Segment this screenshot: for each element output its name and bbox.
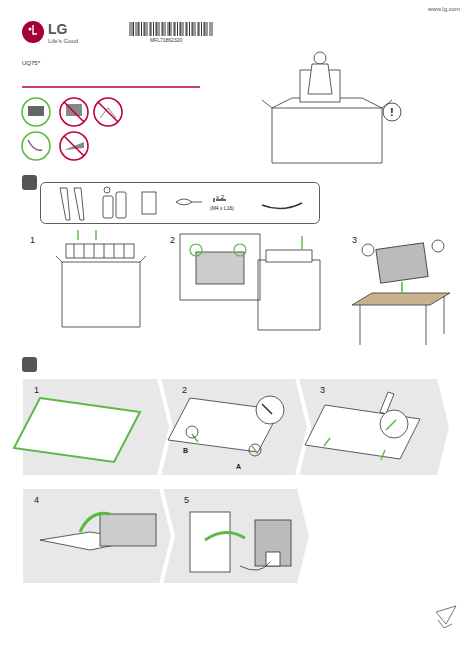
step-number: 4: [34, 496, 39, 505]
step-number: 1: [34, 386, 39, 395]
step-panel: 3: [298, 378, 450, 476]
step-panel: 5: [162, 488, 310, 584]
step-figure: [56, 230, 146, 327]
step-figure: [180, 234, 320, 330]
part-note: x 2: [216, 194, 224, 200]
barcode: [130, 22, 212, 36]
panel-shape: [41, 183, 320, 224]
handling-icons: [22, 98, 122, 160]
label: LG: [48, 22, 67, 36]
step-figure: [14, 392, 420, 572]
label: A: [236, 463, 241, 470]
label: 2: [170, 236, 175, 245]
label: !: [390, 107, 394, 118]
label: www.lg.com: [428, 6, 460, 12]
logo-mark: [22, 21, 44, 43]
rule: [22, 86, 200, 87]
step-panel: 4: [22, 488, 172, 584]
panel-shape: [22, 488, 172, 584]
panel-outline: [40, 182, 320, 224]
label: Life's Good: [48, 38, 78, 44]
parts-box: x 2 (M4 x L16): [40, 182, 320, 224]
footer-mark: [436, 606, 456, 628]
panel-shape: [162, 488, 310, 584]
label: 1: [30, 236, 35, 245]
step-number: 3: [320, 386, 325, 395]
panel-outline: [22, 378, 170, 476]
label: 3: [352, 236, 357, 245]
panel-shape: [22, 378, 170, 476]
panel-shape: [298, 378, 450, 476]
step-number: 5: [184, 496, 189, 505]
step-figure: [352, 240, 450, 345]
panel-shape: [160, 378, 308, 476]
section-icon: [22, 175, 37, 190]
parts: [60, 187, 302, 220]
label: B: [183, 447, 188, 454]
label: UQ75*: [22, 60, 40, 66]
step-panel: 2: [160, 378, 308, 476]
step-panel: 1: [22, 378, 170, 476]
section-icon: [22, 357, 37, 372]
label: MFL71862320: [150, 38, 182, 43]
unboxing-figure: [262, 52, 401, 163]
panel-outline: [22, 488, 172, 584]
step-number: 2: [182, 386, 187, 395]
part-note: (M4 x L16): [210, 206, 234, 211]
